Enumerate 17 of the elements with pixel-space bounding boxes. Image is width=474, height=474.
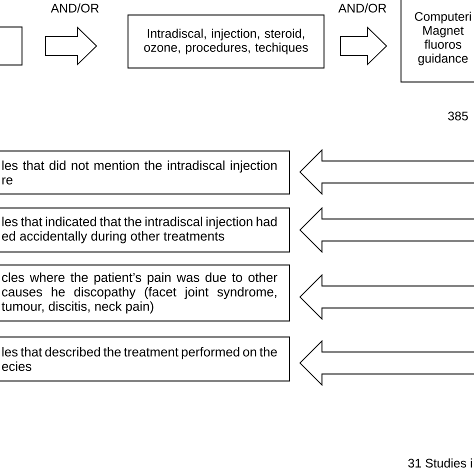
process-box: les that did not mention the intradiscal injection re <box>0 150 290 194</box>
count-label: 385 <box>448 112 468 120</box>
block-arrow <box>299 340 474 386</box>
process-box <box>0 26 22 66</box>
edge-label: AND/OR <box>338 3 386 13</box>
block-arrow <box>45 26 98 66</box>
process-box: Computeri Magnet fluoros guidance <box>400 0 474 82</box>
block-arrow <box>299 148 474 196</box>
count-label: 31 Studies i <box>408 458 472 468</box>
edge-label: AND/OR <box>50 3 99 13</box>
process-box: cles where the patient’s pain was due to other causes he discopathy (facet joint syndrome, tumour, discitis, neck pain) <box>0 264 290 322</box>
process-box: Intradiscal, injection, steroid, ozone, procedures, techiques <box>128 14 324 68</box>
block-arrow <box>299 206 474 254</box>
block-arrow <box>340 26 388 66</box>
block-arrow <box>299 274 474 320</box>
process-box: les that indicated that the intradiscal injection had ed accidentally during other treatments <box>0 208 290 252</box>
process-box: les that described the treatment performed on the ecies <box>0 336 290 382</box>
